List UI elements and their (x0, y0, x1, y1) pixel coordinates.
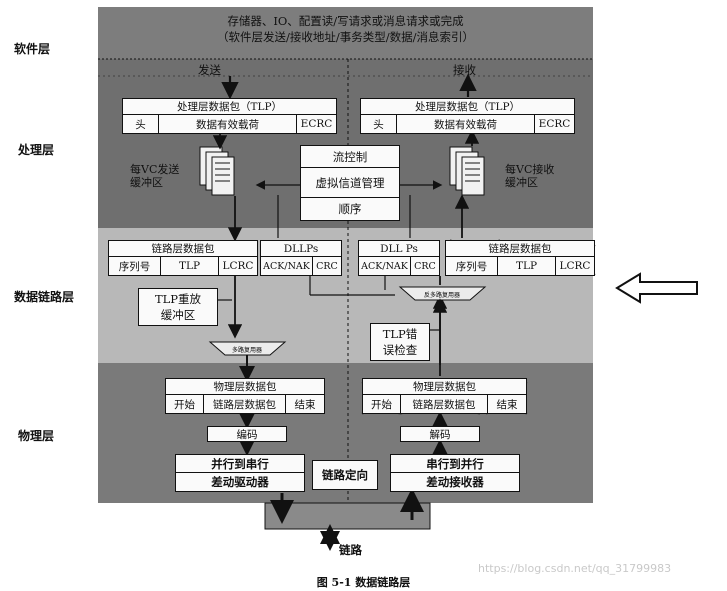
receive-dll-packet: 链路层数据包 序列号 TLP LCRC (445, 240, 595, 276)
encoder: 编码 (207, 426, 287, 442)
layer-label-transaction: 处理层 (18, 143, 55, 157)
receive-dll-tlp: TLP (498, 257, 556, 275)
send-label: 发送 (198, 63, 221, 77)
receive-dllps-title: DLL Ps (359, 241, 439, 257)
watermark: https://blog.csdn.net/qq_31799983 (478, 562, 672, 575)
software-line-2: （软件层发送/接收地址/事务类型/数据/消息索引） (217, 30, 474, 44)
figure-caption: 图 5-1 数据链路层 (316, 576, 411, 589)
send-phy-dll: 链路层数据包 (204, 395, 286, 413)
tlp-retry-buffer: TLP重放 缓冲区 (138, 288, 218, 326)
decoder: 解码 (400, 426, 480, 442)
receive-tlp-header: 头 (361, 115, 397, 133)
vc-receive-label: 每VC接收缓冲区 (505, 163, 555, 189)
send-dll-title: 链路层数据包 (109, 241, 257, 257)
send-serializer-block: 并行到串行 差动驱动器 (175, 454, 305, 492)
svg-text:反多路复用器: 反多路复用器 (424, 291, 460, 299)
send-dllp-packet: DLLPs ACK/NAK CRC (260, 240, 342, 276)
parallel-to-serial: 并行到串行 (176, 455, 304, 473)
receive-tlp-packet: 处理层数据包（TLP） 头 数据有效载荷 ECRC (360, 98, 575, 134)
receive-deserializer-block: 串行到并行 差动接收器 (390, 454, 520, 492)
receive-phy-packet: 物理层数据包 开始 链路层数据包 结束 (362, 378, 527, 414)
send-tlp-ecrc: ECRC (300, 118, 333, 130)
vc-management-block: 流控制 虚拟信道管理 顺序 (300, 145, 400, 221)
receive-tlp-title: 处理层数据包（TLP） (361, 99, 574, 115)
layer-label-software: 软件层 (14, 42, 51, 56)
differential-driver: 差动驱动器 (211, 475, 269, 489)
virtual-channel-management: 虚拟信道管理 (301, 168, 399, 198)
receive-phy-end: 结束 (496, 398, 518, 411)
send-crc: CRC (316, 260, 338, 272)
vc-send-label: 每VC发送缓冲区 (130, 163, 180, 189)
receive-phy-dll: 链路层数据包 (401, 395, 488, 413)
receive-dllp-packet: DLL Ps ACK/NAK CRC (358, 240, 440, 276)
send-dll-sequence: 序列号 (109, 257, 161, 275)
send-phy-end: 结束 (294, 398, 316, 411)
receive-ack-nak: ACK/NAK (359, 257, 411, 275)
receive-phy-start: 开始 (363, 395, 401, 413)
flow-control: 流控制 (301, 146, 399, 168)
layer-label-datalink: 数据链路层 (14, 290, 75, 304)
svg-text:多路复用器: 多路复用器 (232, 346, 262, 354)
receive-dll-title: 链路层数据包 (446, 241, 594, 257)
vc-send-buffer-icon (199, 146, 235, 196)
ordering: 顺序 (338, 202, 362, 216)
differential-receiver: 差动接收器 (426, 475, 484, 489)
send-tlp-title: 处理层数据包（TLP） (123, 99, 336, 115)
link-training: 链路定向 (312, 460, 378, 490)
software-line-1: 存储器、IO、配置读/写请求或消息请求或完成 (227, 14, 464, 28)
receive-phy-title: 物理层数据包 (363, 379, 526, 395)
receive-tlp-payload: 数据有效载荷 (397, 115, 535, 133)
receive-tlp-ecrc: ECRC (538, 118, 571, 130)
receive-crc: CRC (414, 260, 436, 272)
software-layer-band (98, 7, 593, 59)
receive-label: 接收 (453, 63, 476, 77)
tlp-error-check: TLP错 误检查 (370, 323, 430, 361)
send-phy-title: 物理层数据包 (166, 379, 324, 395)
send-ack-nak: ACK/NAK (261, 257, 313, 275)
receive-dll-lcrc: LCRC (559, 260, 591, 272)
send-phy-packet: 物理层数据包 开始 链路层数据包 结束 (165, 378, 325, 414)
send-dll-lcrc: LCRC (222, 260, 254, 272)
link-label: 链路 (339, 543, 362, 557)
send-tlp-payload: 数据有效载荷 (159, 115, 297, 133)
send-dll-tlp: TLP (161, 257, 219, 275)
serial-to-parallel: 串行到并行 (391, 455, 519, 473)
send-tlp-packet: 处理层数据包（TLP） 头 数据有效载荷 ECRC (122, 98, 337, 134)
receive-dll-sequence: 序列号 (446, 257, 498, 275)
send-phy-start: 开始 (166, 395, 204, 413)
vc-receive-buffer-icon (449, 146, 485, 196)
send-dllps-title: DLLPs (261, 241, 341, 257)
layer-label-physical: 物理层 (18, 429, 55, 443)
send-tlp-header: 头 (123, 115, 159, 133)
send-dll-packet: 链路层数据包 序列号 TLP LCRC (108, 240, 258, 276)
